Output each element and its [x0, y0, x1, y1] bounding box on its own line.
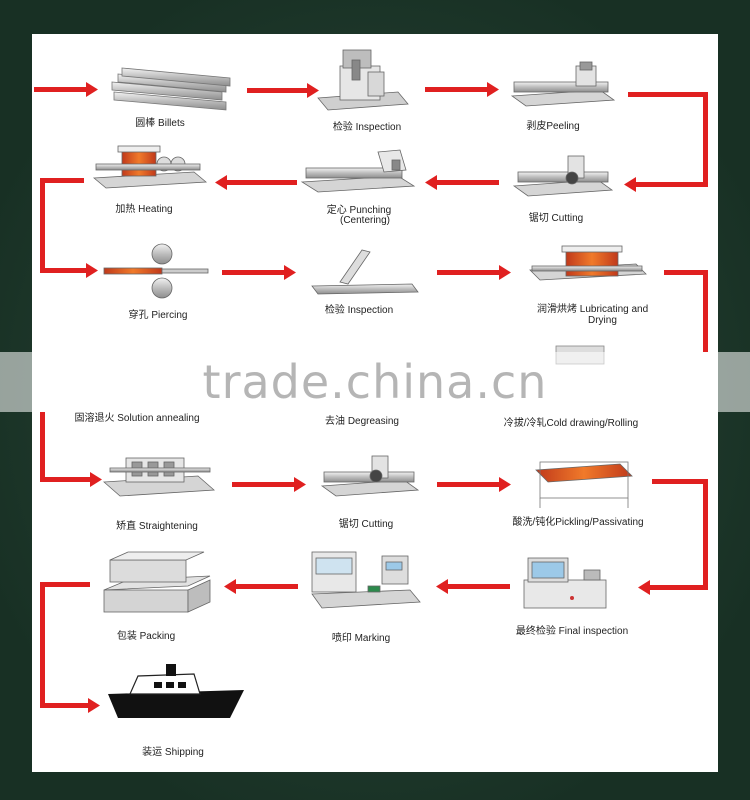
step-label-peeling: 剥皮Peeling	[526, 121, 580, 132]
punching-machine-icon	[300, 149, 416, 193]
step-label-straightening: 矫直 Straightening	[116, 521, 198, 532]
saw-cutting-icon-2	[320, 455, 420, 497]
final-inspection-machine-icon	[523, 557, 607, 609]
arrow-annealing-straightening	[40, 412, 102, 487]
step-label-cutting-1: 锯切 Cutting	[528, 213, 584, 224]
flow-arrows	[34, 82, 708, 713]
step-label-piercing: 穿孔 Piercing	[128, 310, 188, 321]
step-label-degreasing: 去油 Degreasing	[325, 416, 399, 427]
arrow-inspection-peeling	[425, 82, 499, 97]
step-label-packing: 包装 Packing	[116, 631, 176, 642]
arrow-piercing-inspection	[222, 265, 296, 280]
saw-cutting-icon	[512, 155, 614, 197]
arrow-cutting-pickling	[437, 477, 511, 492]
step-label-billets: 圆棒 Billets	[135, 118, 185, 129]
arrow-cutting-punching	[425, 175, 499, 190]
step-label-lubricating-line2: Drying	[588, 315, 617, 326]
straightening-machine-icon	[103, 457, 215, 497]
arrow-punching-heating	[215, 175, 297, 190]
packing-crate-icon	[103, 551, 211, 613]
step-label-inspection-2: 检验 Inspection	[324, 305, 394, 316]
arrow-final-marking	[436, 579, 510, 594]
step-label-inspection-1: 检验 Inspection	[332, 122, 402, 133]
watermark-band	[0, 352, 750, 412]
step-label-pickling: 酸洗/钝化Pickling/Passivating	[512, 517, 644, 528]
tube-inspection-icon	[311, 249, 419, 295]
arrow-lubricating-colddrawing	[664, 270, 708, 352]
peeling-machine-icon	[510, 61, 616, 107]
arrow-packing-shipping	[40, 582, 100, 713]
inspection-machine-icon	[317, 49, 409, 111]
step-label-shipping: 装运 Shipping	[142, 747, 204, 758]
pickling-tank-icon	[535, 461, 633, 508]
billets-icon	[111, 67, 231, 111]
step-label-heating: 加热 Heating	[115, 204, 173, 215]
step-label-punching: 定心 Punching	[326, 205, 392, 216]
marking-machine-icon	[311, 551, 421, 609]
step-label-final-inspection: 最终检验 Final inspection	[515, 626, 629, 637]
step-label-annealing: 固溶退火 Solution annealing	[74, 413, 200, 424]
heating-furnace-icon	[92, 145, 208, 189]
piercing-mill-icon	[103, 243, 209, 299]
arrow-pickling-final	[638, 479, 708, 595]
arrow-heating-piercing	[40, 178, 98, 278]
arrow-billets-inspection	[247, 83, 319, 98]
step-label-punching-line2: (Centering)	[339, 215, 391, 226]
arrow-inspection-lubricating	[437, 265, 511, 280]
step-label-cold-drawing: 冷拔/冷轧Cold drawing/Rolling	[503, 418, 639, 429]
arrow-entry	[34, 82, 98, 97]
ship-icon	[108, 664, 244, 718]
arrow-marking-packing	[224, 579, 298, 594]
arrow-peeling-cutting	[624, 92, 708, 192]
arrow-straightening-cutting	[232, 477, 306, 492]
step-label-cutting-2: 锯切 Cutting	[338, 519, 394, 530]
step-label-marking: 喷印 Marking	[331, 633, 391, 644]
lubricating-oven-icon	[529, 245, 647, 281]
watermark-text: trade.china.cn	[202, 355, 548, 409]
step-label-lubricating: 润滑烘烤 Lubricating and	[537, 304, 649, 315]
